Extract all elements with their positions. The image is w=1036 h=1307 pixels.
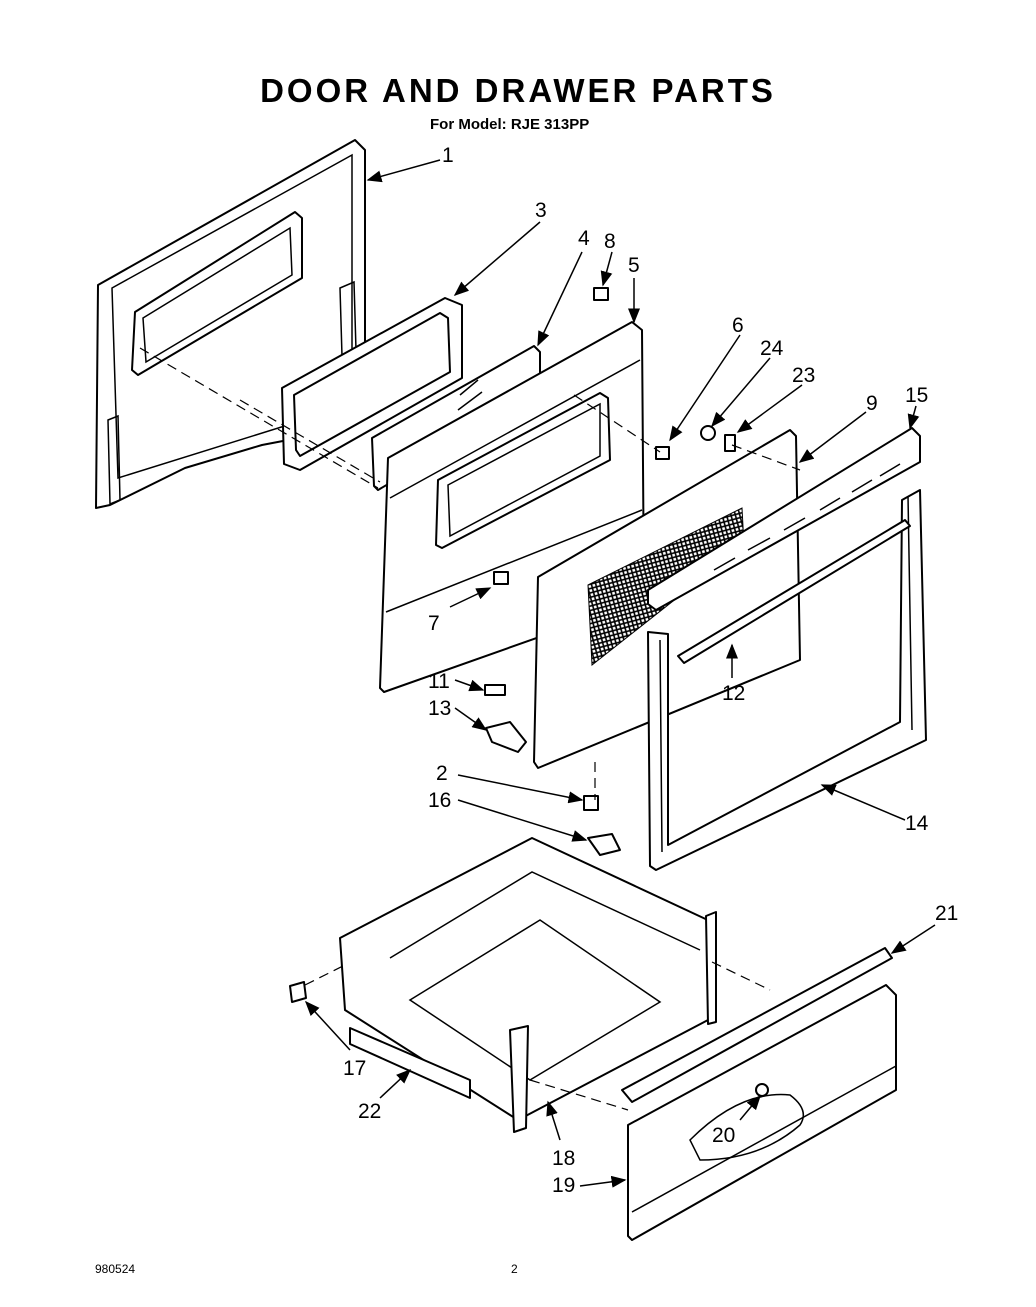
callout-6: 6	[732, 314, 744, 337]
callout-13: 13	[428, 697, 451, 720]
callout-17: 17	[343, 1057, 366, 1080]
page-title: DOOR AND DRAWER PARTS	[260, 72, 776, 109]
callout-24: 24	[760, 337, 784, 360]
callout-16: 16	[428, 789, 451, 812]
footer-document-code: 980524	[95, 1262, 136, 1276]
door-frame-part	[647, 489, 927, 871]
callout-18: 18	[552, 1147, 575, 1170]
callout-21: 21	[935, 902, 958, 925]
callout-19: 19	[552, 1174, 575, 1197]
assembly-dashed-lines	[139, 347, 801, 1111]
callout-2: 2	[436, 762, 448, 785]
callout-leader-lines	[304, 159, 936, 1188]
callout-22: 22	[358, 1100, 381, 1123]
clip-part-8	[593, 287, 609, 301]
drawer-front-part-19	[627, 984, 897, 1241]
hinge-part-16	[587, 833, 621, 856]
callout-5: 5	[628, 254, 640, 277]
callout-8: 8	[604, 230, 616, 253]
callout-9: 9	[866, 392, 878, 415]
clip-part-7	[493, 571, 509, 585]
clip-part-2	[583, 795, 599, 811]
model-subtitle: For Model: RJE 313PP	[430, 116, 590, 133]
clip-part-6	[655, 446, 670, 460]
callout-7: 7	[428, 612, 440, 635]
callout-23: 23	[792, 364, 815, 387]
footer-page-number: 2	[511, 1262, 518, 1276]
bracket-part-23	[724, 434, 736, 452]
callout-20: 20	[712, 1124, 735, 1147]
callout-12: 12	[722, 682, 745, 705]
callout-11: 11	[428, 670, 450, 693]
callout-15: 15	[905, 384, 928, 407]
callout-14: 14	[905, 812, 929, 835]
door-gasket-part	[281, 297, 463, 471]
drawer-trim-part-21	[621, 947, 893, 1103]
callout-3: 3	[535, 199, 547, 222]
pad-part-11	[484, 684, 506, 696]
callout-1: 1	[442, 144, 454, 167]
slide-rail-part-22	[349, 1027, 471, 1099]
rod-part-12	[677, 519, 911, 664]
drawer-body-part	[339, 837, 717, 1133]
clip-part-17	[289, 981, 307, 1003]
nut-part-24	[700, 425, 716, 441]
hinge-part-13	[485, 721, 527, 753]
callout-4: 4	[578, 227, 590, 250]
